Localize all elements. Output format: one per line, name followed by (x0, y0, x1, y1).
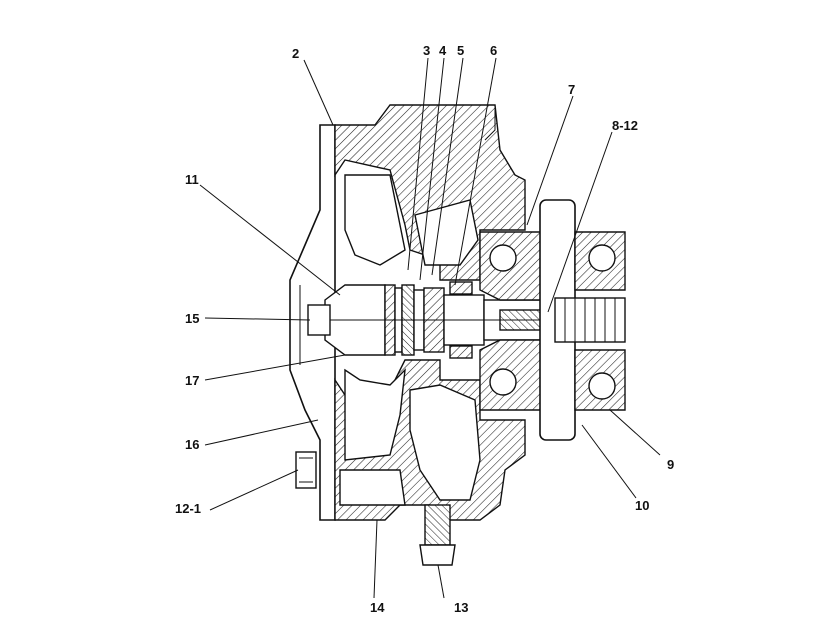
label-11: 11 (185, 172, 199, 187)
label-7: 7 (568, 82, 575, 97)
label-8-12: 8-12 (612, 118, 638, 133)
label-16: 16 (185, 437, 199, 452)
label-3: 3 (423, 43, 430, 58)
pump-housing (334, 104, 526, 521)
label-13: 13 (454, 600, 468, 615)
leader-lines (199, 57, 661, 599)
label-6: 6 (490, 43, 497, 58)
label-4: 4 (439, 43, 447, 58)
label-9: 9 (667, 457, 674, 472)
label-5: 5 (457, 43, 464, 58)
label-2: 2 (292, 46, 299, 61)
label-12-1: 12-1 (175, 501, 201, 516)
impeller-shaft-assembly (307, 284, 546, 356)
bolts (295, 451, 456, 566)
label-15: 15 (185, 311, 199, 326)
label-10: 10 (635, 498, 649, 513)
part-labels: 2 3 4 5 6 7 8-12 9 10 11 12-1 13 14 15 1… (175, 43, 674, 615)
label-14: 14 (370, 600, 385, 615)
label-17: 17 (185, 373, 199, 388)
